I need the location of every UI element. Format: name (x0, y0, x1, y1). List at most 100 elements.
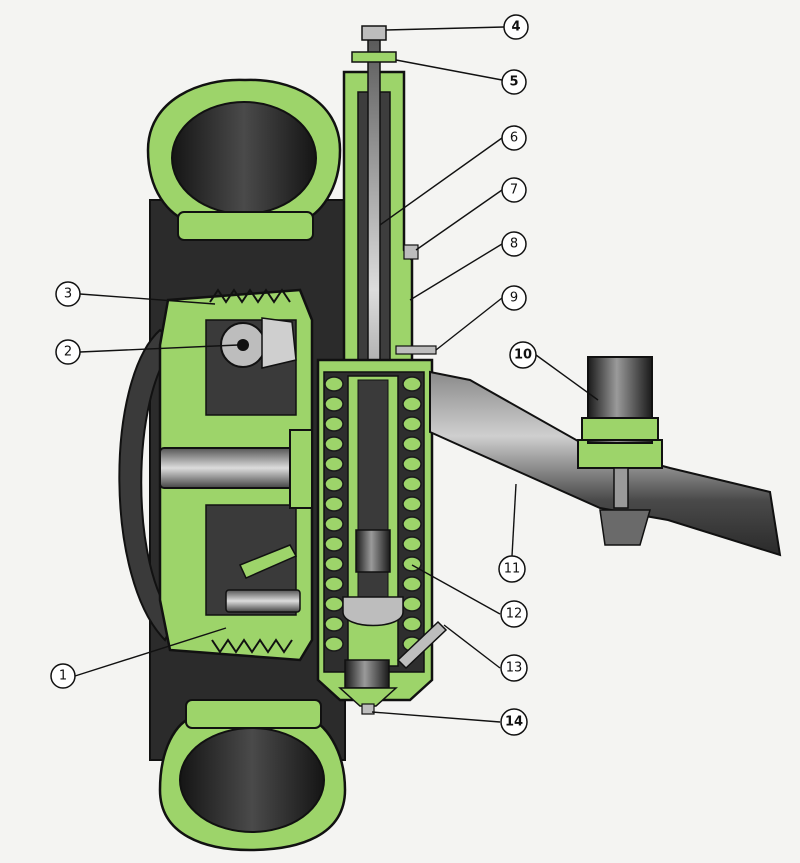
svg-text:2: 2 (64, 345, 72, 360)
svg-text:9: 9 (510, 291, 518, 306)
coil-spring-right-loop (402, 576, 422, 592)
suspension-strut (316, 25, 448, 715)
coil-spring-left (324, 376, 344, 652)
side-fitting (395, 345, 437, 355)
svg-text:13: 13 (506, 661, 523, 676)
coil-spring-right-loop (402, 436, 422, 452)
callout-6: 6 (501, 125, 527, 151)
frame-lower-brace (599, 509, 651, 546)
leader-7 (415, 189, 503, 251)
callout-8: 8 (501, 231, 527, 257)
svg-text:11: 11 (504, 562, 521, 577)
coil-spring-left-loop (324, 416, 344, 432)
pinion-center (237, 339, 249, 351)
leader-6 (379, 137, 503, 226)
drain-plug (361, 703, 375, 715)
rim-bottom (185, 699, 322, 729)
leader-14 (371, 711, 501, 723)
coil-spring-left-loop (324, 456, 344, 472)
coil-spring-right-loop (402, 596, 422, 612)
coil-spring-right-loop (402, 516, 422, 532)
tyre-bottom-cavity (179, 727, 325, 833)
coil-spring-left-loop (324, 556, 344, 572)
svg-text:12: 12 (506, 607, 523, 622)
frame-mount-bracket (577, 439, 663, 469)
svg-text:3: 3 (64, 287, 72, 302)
coil-spring-left-loop (324, 436, 344, 452)
collar-fitting (403, 244, 419, 260)
coil-spring-left-loop (324, 376, 344, 392)
callout-1: 1 (50, 663, 76, 689)
coil-spring-left-loop (324, 396, 344, 412)
leader-13 (443, 624, 501, 669)
coil-spring-right-loop (402, 416, 422, 432)
svg-text:1: 1 (59, 669, 67, 684)
callout-11: 11 (498, 555, 526, 583)
coil-spring-right-loop (402, 616, 422, 632)
bump-stop (344, 659, 390, 689)
callout-12: 12 (500, 600, 528, 628)
svg-text:10: 10 (514, 348, 532, 363)
coil-spring-left-loop (324, 496, 344, 512)
leader-5 (395, 59, 503, 81)
svg-text:8: 8 (510, 237, 518, 252)
leader-lines (74, 26, 599, 723)
coil-spring-right-loop (402, 476, 422, 492)
lower-gear-teeth (211, 638, 293, 654)
leader-9 (435, 297, 503, 351)
pinion-housing (261, 317, 297, 369)
callout-4: 4 (503, 14, 529, 40)
coil-spring-right-loop (402, 456, 422, 472)
svg-text:5: 5 (509, 75, 518, 90)
leader-8 (409, 243, 503, 301)
coil-spring-left-loop (324, 516, 344, 532)
coil-spring-left-loop (324, 616, 344, 632)
callout-9: 9 (501, 285, 527, 311)
svg-text:7: 7 (510, 183, 518, 198)
leader-1 (74, 627, 227, 677)
callout-13: 13 (500, 654, 528, 682)
leader-3 (79, 293, 216, 305)
strut-bottom-cone (338, 687, 398, 707)
coil-spring-right (402, 376, 422, 652)
coil-spring-left-loop (324, 576, 344, 592)
svg-text:4: 4 (511, 20, 520, 35)
tyre-top-cavity (171, 101, 317, 215)
callout-3: 3 (55, 281, 81, 307)
coil-spring-left-loop (324, 536, 344, 552)
callout-7: 7 (501, 177, 527, 203)
svg-text:6: 6 (510, 131, 518, 146)
top-nut (361, 25, 387, 41)
coil-spring-left-loop (324, 476, 344, 492)
coil-spring-left-loop (324, 596, 344, 612)
callout-14: 14 (500, 708, 528, 736)
grease-nipple (396, 620, 448, 670)
hub-housing (158, 288, 314, 662)
suspension-arm (429, 356, 782, 557)
callout-5: 5 (501, 69, 527, 95)
axle-flange (289, 429, 313, 509)
frame-post (613, 467, 629, 509)
callout-10: 10 (509, 341, 537, 369)
leader-11 (511, 483, 517, 557)
rim-top (177, 211, 314, 241)
stub-axle (159, 447, 311, 489)
damper-cup (342, 596, 404, 627)
leader-10 (535, 354, 599, 401)
lower-link (238, 544, 298, 579)
leader-12 (411, 564, 501, 615)
coil-spring-right-loop (402, 376, 422, 392)
coil-spring-left-loop (324, 636, 344, 652)
coil-spring-right-loop (402, 496, 422, 512)
coil-spring-right-loop (402, 536, 422, 552)
leader-4 (385, 26, 505, 31)
svg-text:14: 14 (505, 715, 523, 730)
callout-2: 2 (55, 339, 81, 365)
damper-piston (355, 529, 391, 573)
top-plate (351, 51, 397, 63)
lower-roller (225, 589, 301, 613)
coil-spring-right-loop (402, 396, 422, 412)
upper-gear-teeth (209, 288, 291, 304)
